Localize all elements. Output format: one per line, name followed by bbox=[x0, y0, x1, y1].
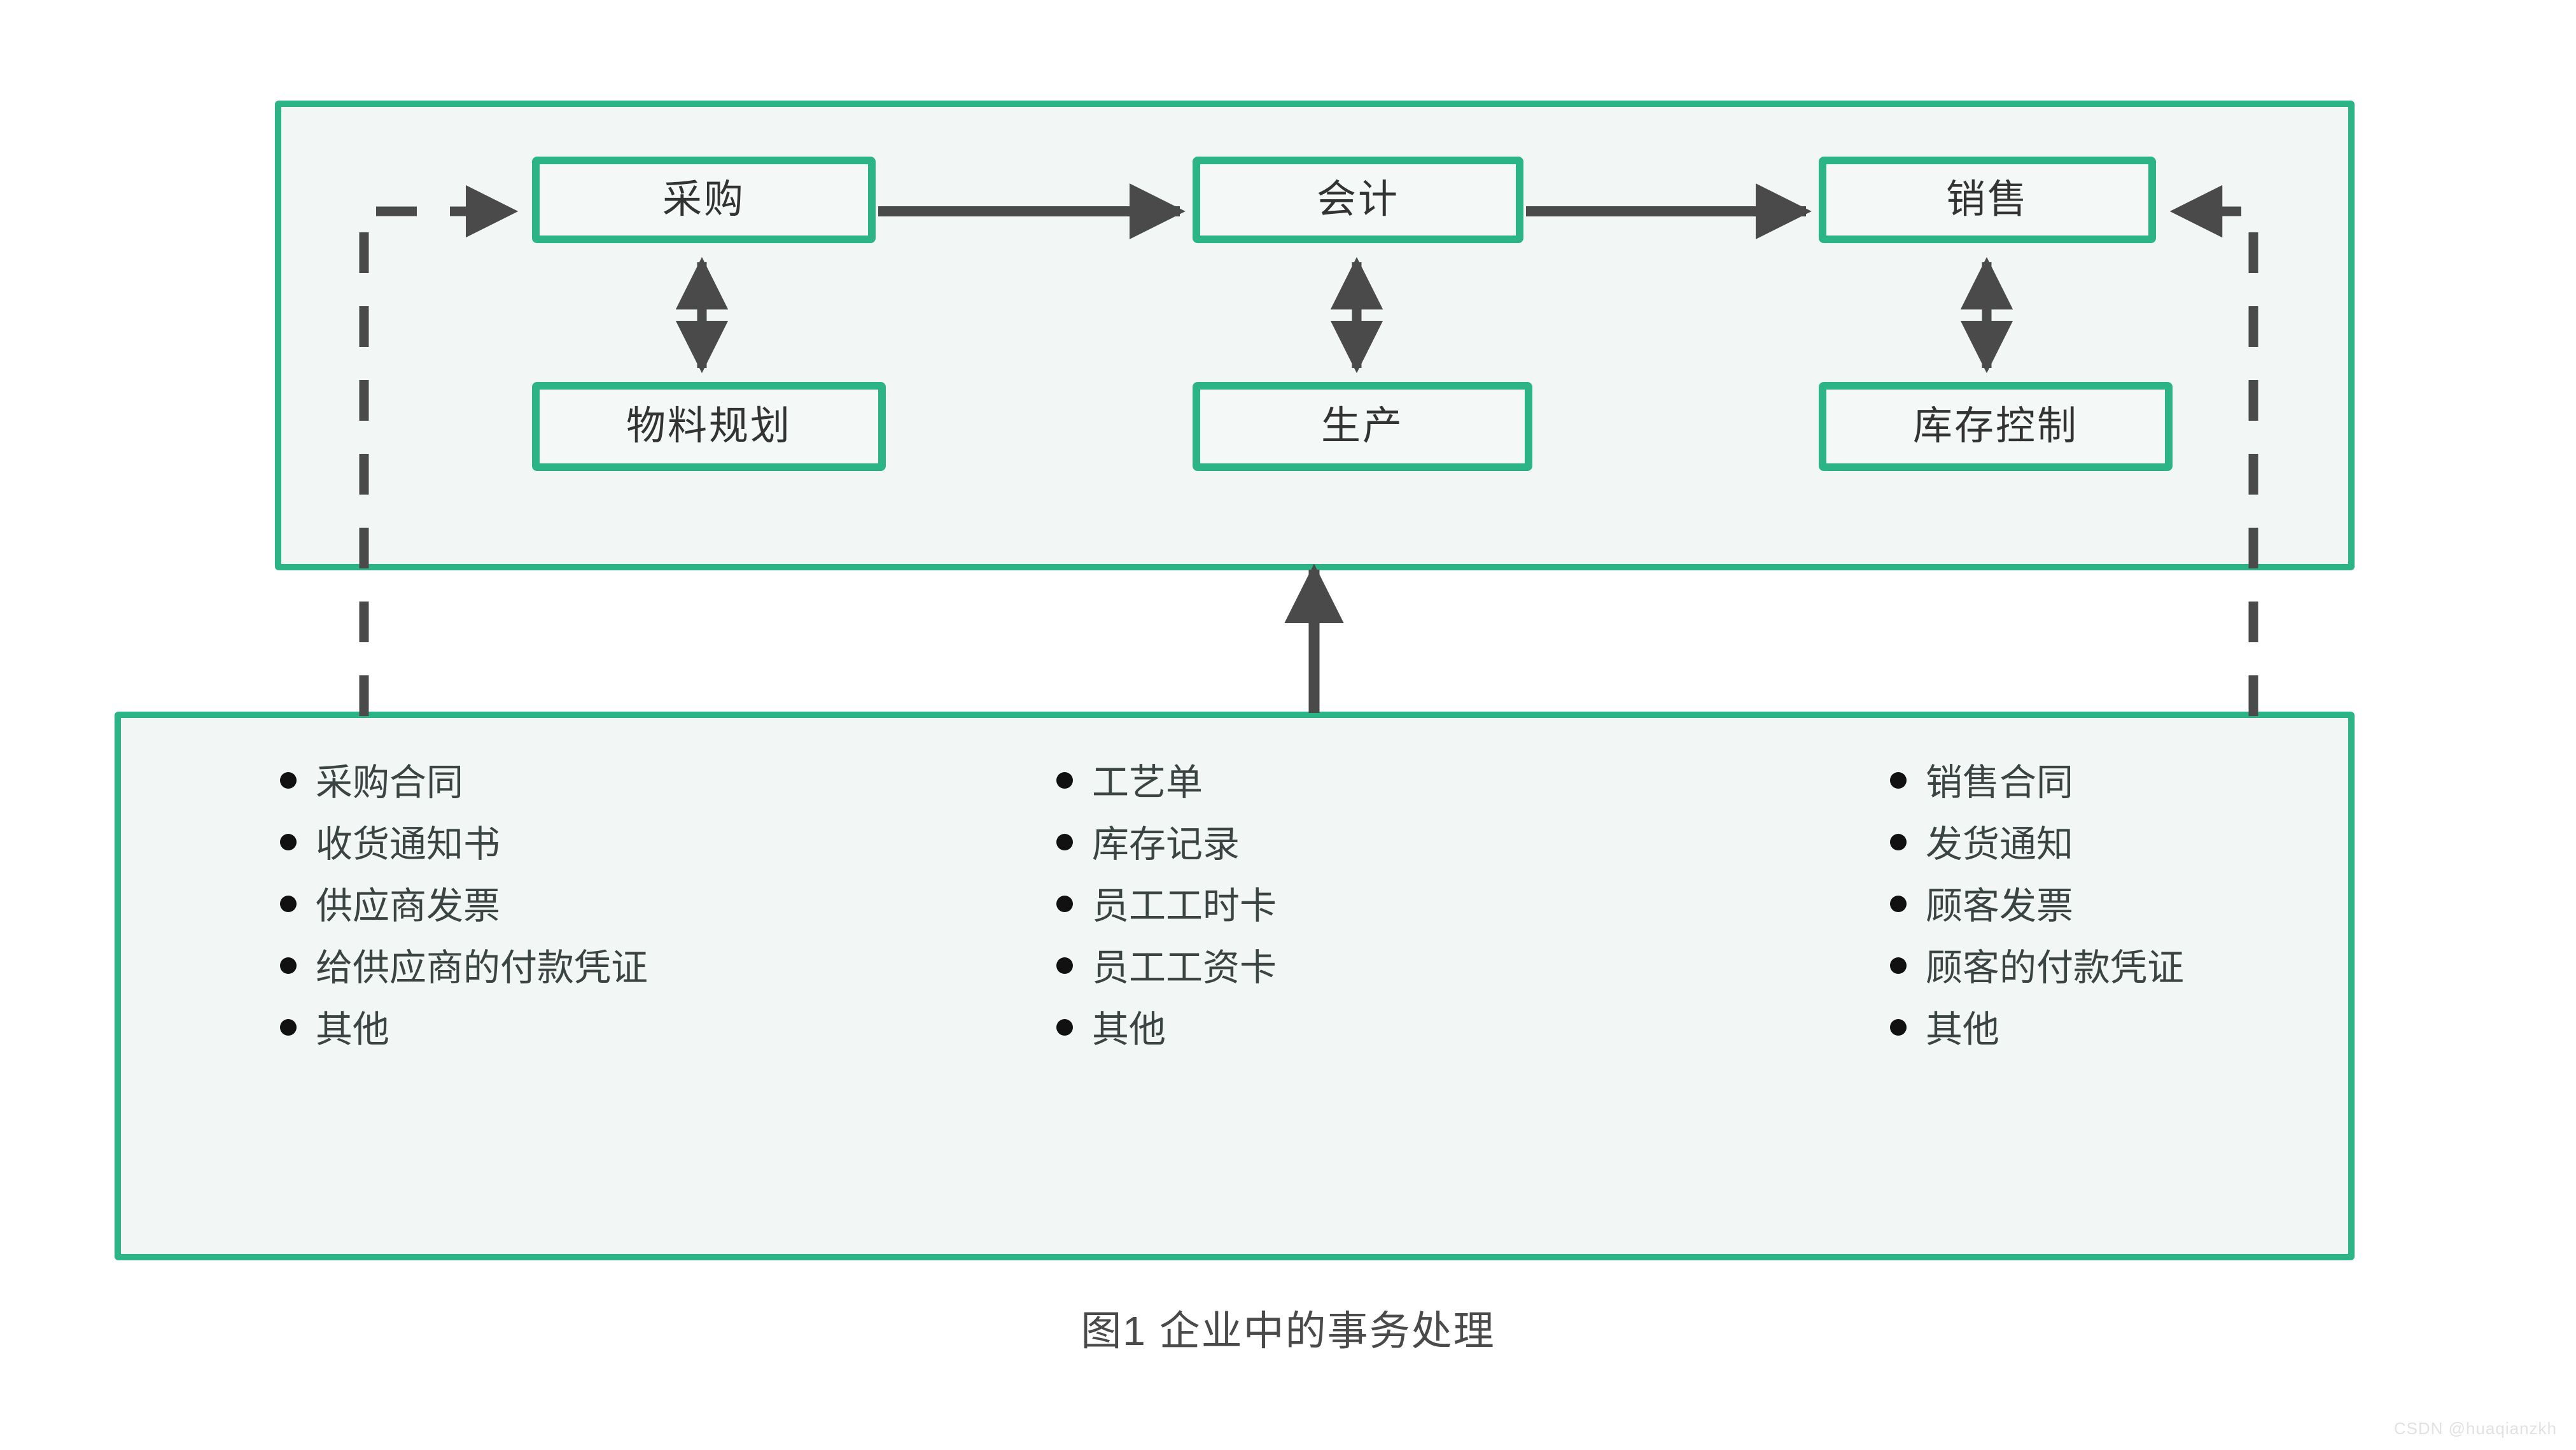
list-item-label: 其他 bbox=[1092, 1008, 1166, 1050]
node-sales-label: 销售 bbox=[1945, 178, 2029, 222]
figure-caption: 图1 企业中的事务处理 bbox=[1081, 1308, 1495, 1354]
document-column-production: 工艺单 库存记录 员工工时卡 员工工资卡 其他 bbox=[1056, 762, 1629, 1072]
node-accounting[interactable]: 会计 bbox=[1193, 157, 1523, 243]
list-item: 顾客的付款凭证 bbox=[1890, 947, 2526, 989]
watermark: CSDN @huaqianzkh bbox=[2393, 1419, 2557, 1438]
list-item: 供应商发票 bbox=[280, 887, 980, 926]
list-item-label: 库存记录 bbox=[1092, 823, 1240, 865]
node-material-planning-label: 物料规划 bbox=[626, 404, 792, 448]
bullet-icon bbox=[1890, 772, 1912, 789]
list-item: 其他 bbox=[1890, 1008, 2526, 1050]
list-item: 其他 bbox=[280, 1008, 980, 1050]
node-material-planning[interactable]: 物料规划 bbox=[532, 382, 886, 471]
bullet-icon bbox=[280, 772, 302, 789]
bullet-icon bbox=[1890, 1019, 1912, 1036]
bullet-icon bbox=[280, 896, 302, 912]
bullet-icon bbox=[1056, 834, 1078, 850]
bullet-icon bbox=[1056, 772, 1078, 789]
bullet-icon bbox=[1890, 957, 1912, 974]
list-item: 员工工资卡 bbox=[1056, 947, 1629, 989]
bullet-icon bbox=[1056, 957, 1078, 974]
node-inventory-control-label: 库存控制 bbox=[1912, 404, 2078, 448]
node-inventory-control[interactable]: 库存控制 bbox=[1819, 382, 2173, 471]
list-item-label: 销售合同 bbox=[1926, 762, 2074, 803]
list-item-label: 供应商发票 bbox=[316, 885, 501, 927]
list-item-label: 其他 bbox=[316, 1008, 390, 1050]
node-accounting-label: 会计 bbox=[1316, 178, 1399, 222]
list-item: 收货通知书 bbox=[280, 823, 980, 865]
list-item-label: 发货通知 bbox=[1926, 823, 2074, 865]
document-column-sales: 销售合同 发货通知 顾客发票 顾客的付款凭证 其他 bbox=[1890, 762, 2526, 1072]
list-item: 发货通知 bbox=[1890, 823, 2526, 865]
list-item: 其他 bbox=[1056, 1008, 1629, 1050]
list-item-label: 顾客的付款凭证 bbox=[1926, 947, 2185, 989]
list-item-label: 员工工资卡 bbox=[1092, 947, 1277, 989]
list-item: 工艺单 bbox=[1056, 762, 1629, 803]
node-procurement[interactable]: 采购 bbox=[532, 157, 876, 243]
list-item-label: 工艺单 bbox=[1092, 762, 1203, 803]
node-production[interactable]: 生产 bbox=[1193, 382, 1532, 471]
node-production-label: 生产 bbox=[1320, 404, 1404, 448]
list-item: 采购合同 bbox=[280, 762, 980, 803]
bullet-icon bbox=[280, 957, 302, 974]
list-item-label: 其他 bbox=[1926, 1008, 2000, 1050]
bullet-icon bbox=[1056, 896, 1078, 912]
list-item-label: 员工工时卡 bbox=[1092, 885, 1277, 927]
list-item: 顾客发票 bbox=[1890, 887, 2526, 926]
list-item-label: 顾客发票 bbox=[1926, 885, 2074, 927]
list-item-label: 给供应商的付款凭证 bbox=[316, 947, 648, 989]
bullet-icon bbox=[1890, 834, 1912, 850]
list-item: 员工工时卡 bbox=[1056, 887, 1629, 926]
bullet-icon bbox=[280, 1019, 302, 1036]
list-item-label: 收货通知书 bbox=[316, 823, 501, 865]
bullet-icon bbox=[1056, 1019, 1078, 1036]
node-sales[interactable]: 销售 bbox=[1819, 157, 2156, 243]
list-item: 库存记录 bbox=[1056, 823, 1629, 865]
list-item: 销售合同 bbox=[1890, 762, 2526, 803]
document-column-procurement: 采购合同 收货通知书 供应商发票 给供应商的付款凭证 其他 bbox=[280, 762, 980, 1072]
list-item: 给供应商的付款凭证 bbox=[280, 947, 980, 989]
transaction-documents-panel bbox=[115, 712, 2355, 1260]
bullet-icon bbox=[280, 834, 302, 850]
bullet-icon bbox=[1890, 896, 1912, 912]
node-procurement-label: 采购 bbox=[662, 178, 745, 222]
list-item-label: 采购合同 bbox=[316, 762, 464, 803]
